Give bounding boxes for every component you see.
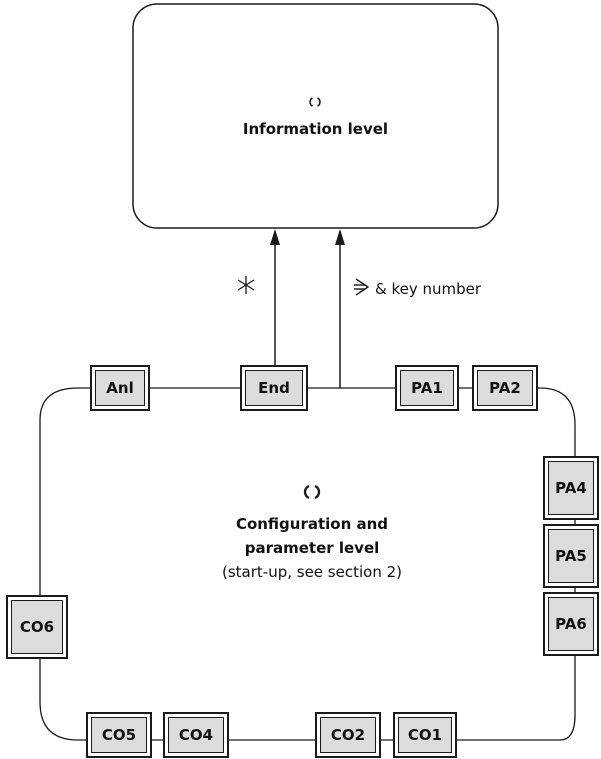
node-anl: Anl	[90, 365, 150, 411]
configuration-level-title-line2: parameter level	[244, 539, 380, 557]
key-number-label: & key number	[375, 280, 482, 298]
end-arrow-head	[270, 229, 280, 245]
node-co5-label: CO5	[91, 717, 147, 753]
node-pa4-label: PA4	[548, 461, 594, 515]
double-arrow-icon	[354, 278, 370, 296]
information-level-box	[132, 3, 499, 229]
node-co6: CO6	[6, 595, 68, 659]
asterisk-symbol	[237, 276, 255, 294]
node-pa5-label: PA5	[548, 529, 594, 583]
node-co2: CO2	[315, 712, 381, 758]
configuration-level-subtitle: (start-up, see section 2)	[222, 563, 402, 581]
node-pa1: PA1	[395, 365, 459, 411]
information-level-title: Information level	[242, 120, 389, 138]
node-co1-label: CO1	[398, 717, 452, 753]
node-pa6: PA6	[543, 592, 599, 656]
node-co1: CO1	[393, 712, 457, 758]
node-co4-label: CO4	[168, 717, 224, 753]
node-end: End	[240, 365, 308, 411]
node-co6-label: CO6	[11, 600, 63, 654]
node-end-label: End	[245, 370, 303, 406]
node-co2-label: CO2	[320, 717, 376, 753]
rotate-icon	[303, 484, 321, 500]
key-arrow-head	[335, 229, 345, 245]
node-co5: CO5	[86, 712, 152, 758]
rotate-icon	[309, 97, 321, 107]
node-pa6-label: PA6	[548, 597, 594, 651]
node-pa5: PA5	[543, 524, 599, 588]
node-co4: CO4	[163, 712, 229, 758]
node-pa2-label: PA2	[477, 370, 533, 406]
node-pa2: PA2	[472, 365, 538, 411]
node-pa1-label: PA1	[400, 370, 454, 406]
configuration-level-title-line1: Configuration and	[235, 515, 389, 533]
node-anl-label: Anl	[95, 370, 145, 406]
node-pa4: PA4	[543, 456, 599, 520]
